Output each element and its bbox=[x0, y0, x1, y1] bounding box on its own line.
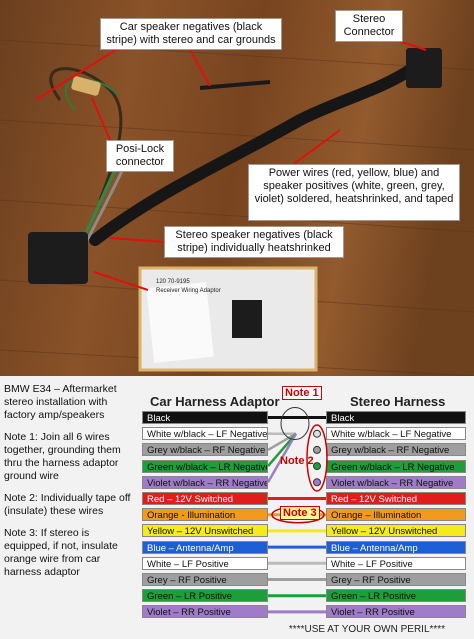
car-row: Violet – RR Positive bbox=[142, 605, 268, 619]
note-1-label: Note 1 bbox=[282, 386, 322, 400]
package-instructions bbox=[146, 282, 214, 363]
stereo-row: Orange – Illumination bbox=[326, 508, 466, 522]
stereo-row: Green – LR Positive bbox=[326, 589, 466, 603]
stereo-row: Grey w/black – RF Negative bbox=[326, 443, 466, 457]
car-row: Grey w/black – RF Negative bbox=[142, 443, 268, 457]
callout-stereo-negatives: Stereo speaker negatives (black stripe) … bbox=[164, 226, 344, 258]
stereo-row: White – LF Positive bbox=[326, 556, 466, 570]
posi-lock-connector bbox=[71, 76, 101, 96]
car-row: Yellow – 12V Unswitched bbox=[142, 524, 268, 538]
arrow-c5 bbox=[109, 237, 166, 243]
car-row: Orange - Illumination bbox=[142, 508, 268, 522]
note-2-label: Note 2 bbox=[280, 455, 314, 467]
package-connector bbox=[232, 300, 262, 338]
arrow-c1-a bbox=[35, 43, 126, 101]
arrow-c1-b bbox=[189, 49, 211, 87]
stereo-row: Violet w/black – RR Negative bbox=[326, 475, 466, 489]
note-1-text: Note 1: Join all 6 wires together, groun… bbox=[4, 431, 121, 482]
red-arrows bbox=[35, 39, 427, 291]
car-row: Red – 12V Switched bbox=[142, 492, 268, 505]
note-2-text: Note 2: Individually tape off (insulate)… bbox=[4, 492, 131, 517]
note-3-text: Note 3: If stereo is equipped, if not, i… bbox=[4, 527, 118, 578]
car-row: Violet w/black – RR Negative bbox=[142, 475, 268, 489]
footer-warning: ****USE AT YOUR OWN PERIL**** bbox=[288, 624, 446, 635]
car-row: Green w/black – LR Negative bbox=[142, 459, 268, 473]
note-3-label: Note 3 bbox=[280, 506, 320, 520]
stereo-row: Red – 12V Switched bbox=[326, 492, 466, 505]
package-part: 120 70-9195 bbox=[156, 279, 190, 285]
note-title: BMW E34 – Aftermarket stereo installatio… bbox=[4, 383, 117, 421]
stereo-row: Violet – RR Positive bbox=[326, 605, 466, 619]
package-name: Receiver Wiring Adaptor bbox=[156, 288, 221, 294]
arrow-c6 bbox=[93, 271, 149, 291]
car-row: Black bbox=[142, 411, 268, 424]
car-row: Grey – RF Positive bbox=[142, 573, 268, 586]
stereo-row: Black bbox=[326, 411, 466, 424]
callout-speaker-negatives: Car speaker negatives (black stripe) wit… bbox=[100, 18, 282, 50]
stereo-row: Green w/black – LR Negative bbox=[326, 459, 466, 473]
callout-stereo-connector: Stereo Connector bbox=[335, 10, 403, 42]
car-row: White – LF Positive bbox=[142, 556, 268, 570]
car-row: Blue – Antenna/Amp bbox=[142, 540, 268, 554]
stereo-row: Grey – RF Positive bbox=[326, 573, 466, 586]
right-title: Stereo Harness bbox=[350, 394, 446, 409]
callout-power-wires: Power wires (red, yellow, blue) and spea… bbox=[248, 164, 460, 221]
left-title: Car Harness Adaptor bbox=[150, 394, 280, 409]
stereo-row: White w/black – LF Negative bbox=[326, 427, 466, 441]
car-harness-connector bbox=[28, 232, 88, 284]
stereo-row: Yellow – 12V Unswitched bbox=[326, 524, 466, 538]
car-row: White w/black – LF Negative bbox=[142, 427, 268, 441]
stereo-row: Blue – Antenna/Amp bbox=[326, 540, 466, 554]
callout-posi-lock: Posi-Lock connector bbox=[106, 140, 174, 172]
taped-harness bbox=[89, 64, 416, 246]
notes-column: BMW E34 – Aftermarket stereo installatio… bbox=[4, 383, 138, 588]
arrow-c3 bbox=[91, 97, 111, 141]
car-row: Green – LR Positive bbox=[142, 589, 268, 603]
stereo-connector bbox=[406, 48, 442, 88]
probe-wire bbox=[199, 80, 271, 90]
